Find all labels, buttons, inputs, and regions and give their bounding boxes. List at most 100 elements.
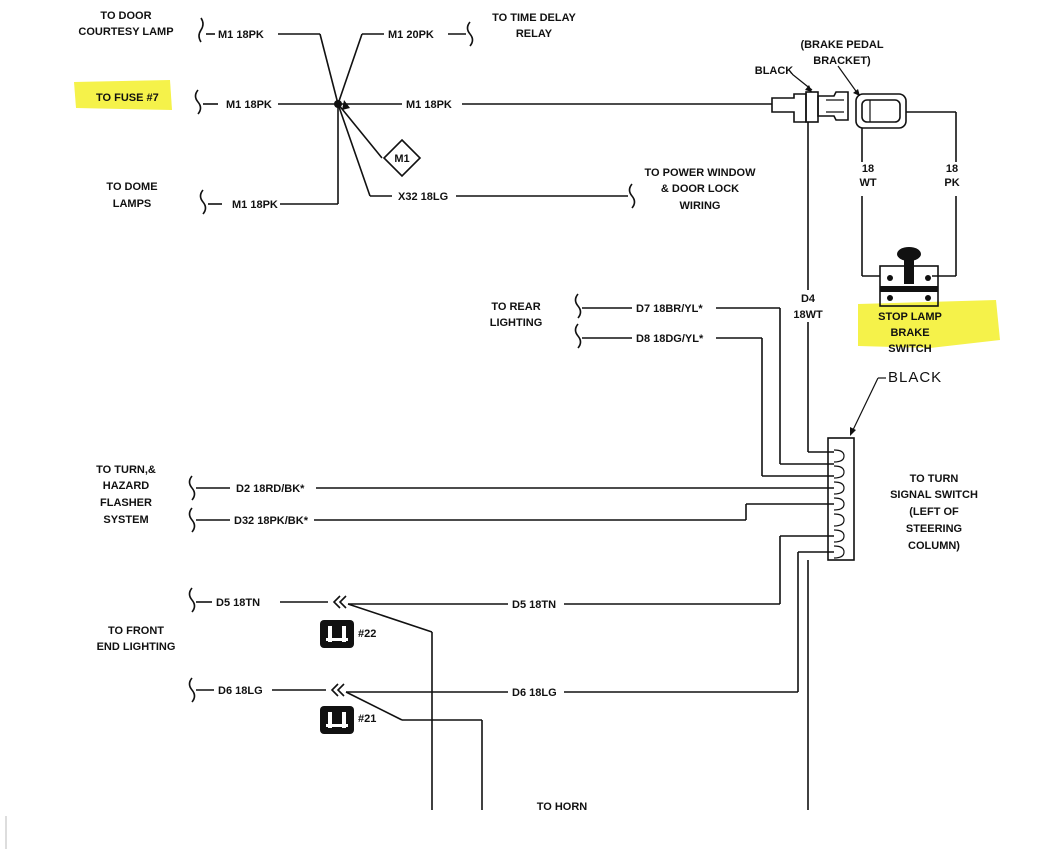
connector-icon-22-bar: [326, 638, 348, 641]
wire-x32-break: [628, 183, 636, 209]
wire-label-d4-2: 18WT: [793, 309, 823, 321]
wire-d2-break: [188, 475, 196, 501]
label-time-delay-1: TO TIME DELAY: [492, 12, 576, 24]
wire-label-d5-right: D5 18TN: [512, 599, 556, 611]
connector-icon-21: [320, 706, 354, 734]
connector-icon-21-bar: [326, 724, 348, 727]
label-time-delay-2: RELAY: [516, 28, 553, 40]
connector-icon-22-pin-2: [342, 626, 346, 642]
label-turn-signal-1: TO TURN: [910, 473, 959, 485]
label-rear-2: LIGHTING: [490, 317, 543, 329]
wire-20pk-break: [466, 21, 474, 47]
wire-label-wt-1: 18: [862, 163, 874, 175]
connector-icon-22: [320, 620, 354, 648]
wire-d8-break: [574, 323, 582, 349]
wire-d6-diag: [345, 691, 403, 721]
connector-icon-21-pin-1: [328, 712, 332, 728]
label-front-1: TO FRONT: [108, 625, 164, 637]
ref-label-22: #22: [358, 628, 376, 640]
switch-terminal-1: [887, 275, 893, 281]
wire-label-d32: D32 18PK/BK*: [234, 515, 309, 527]
wire-d5-diag: [347, 603, 433, 633]
wire-label-d5-left: D5 18TN: [216, 597, 260, 609]
label-hazard-2: HAZARD: [103, 480, 149, 492]
connector-body: [805, 91, 819, 123]
label-turn-signal-4: STEERING: [906, 523, 962, 535]
label-rear-1: TO REAR: [491, 301, 540, 313]
wire-label-pk-2: PK: [944, 177, 959, 189]
switch-terminal-3: [887, 295, 893, 301]
label-to-door-1: TO DOOR: [100, 10, 151, 22]
label-stop-lamp-3: SWITCH: [888, 343, 931, 355]
wire-fuse-break: [194, 89, 202, 115]
label-dome-2: LAMPS: [113, 198, 152, 210]
wire-d32-break: [188, 507, 196, 533]
d5-chevrons: [332, 595, 347, 609]
connector-male: [771, 93, 807, 123]
label-black-connector: BLACK: [755, 65, 794, 77]
wire-x32-diag: [337, 103, 371, 197]
label-turn-signal-2: SIGNAL SWITCH: [890, 489, 978, 501]
bracket-arrow: [837, 65, 859, 95]
wire-label-d2: D2 18RD/BK*: [236, 483, 305, 495]
wire-label-m1-dome: M1 18PK: [232, 199, 278, 211]
wire-label-d7: D7 18BR/YL*: [636, 303, 703, 315]
connector-terminals: [833, 449, 845, 559]
switch-plunger: [904, 256, 914, 284]
wire-label-d6-left: D6 18LG: [218, 685, 263, 697]
switch-plunger-head: [897, 247, 921, 261]
label-turn-signal-3: (LEFT OF: [909, 506, 959, 518]
label-brake-pedal-2: BRACKET): [813, 55, 871, 67]
label-power-window-2: & DOOR LOCK: [661, 183, 739, 195]
label-turn-signal-5: COLUMN): [908, 540, 960, 552]
switch-terminal-4: [925, 295, 931, 301]
black-connector-arrowhead: [805, 85, 812, 92]
wire-label-d6-right: D6 18LG: [512, 687, 557, 699]
wire-label-m1-fuse: M1 18PK: [226, 99, 272, 111]
splice-label: M1: [394, 153, 409, 165]
label-front-2: END LIGHTING: [97, 641, 176, 653]
fuse-highlight: [74, 80, 172, 110]
splice-diamond: [382, 138, 422, 178]
wire-dome-break: [199, 189, 207, 215]
wire-label-d8: D8 18DG/YL*: [636, 333, 704, 345]
label-horn: TO HORN: [537, 801, 588, 813]
stop-lamp-highlight: [858, 300, 1000, 348]
wire-label-d4-1: D4: [801, 293, 816, 305]
black-switch-arrow: [851, 377, 879, 433]
label-to-fuse: TO FUSE #7: [96, 92, 159, 104]
connector-icon-21-pin-2: [342, 712, 346, 728]
wire-d5-break: [188, 587, 196, 613]
switch-bar: [880, 286, 938, 292]
bracket-arrowhead: [853, 89, 860, 96]
bracket-connector-inner: [861, 99, 901, 123]
label-black-switch: BLACK: [888, 369, 942, 386]
label-dome-1: TO DOME: [106, 181, 157, 193]
wire-d7-break: [574, 293, 582, 319]
wire-label-m1-courtesy: M1 18PK: [218, 29, 264, 41]
wire-d6-break: [188, 677, 196, 703]
turn-signal-connector: [827, 437, 855, 561]
wire-courtesy: [198, 17, 204, 43]
label-power-window-3: WIRING: [680, 200, 721, 212]
wire-label-pk-1: 18: [946, 163, 958, 175]
wire-label-m1-20pk: M1 20PK: [388, 29, 434, 41]
label-stop-lamp-1: STOP LAMP: [878, 311, 942, 323]
wire-splice-arrow: [337, 103, 383, 159]
wire-courtesy-diag: [319, 33, 339, 105]
splice-arrowhead: [342, 100, 350, 110]
label-to-door-2: COURTESY LAMP: [78, 26, 173, 38]
wire-label-wt-2: WT: [859, 177, 876, 189]
wire-label-x32: X32 18LG: [398, 191, 448, 203]
switch-terminal-2: [925, 275, 931, 281]
d6-chevrons: [330, 683, 345, 697]
connector-female: [817, 91, 849, 121]
connector-icon-22-pin-1: [328, 626, 332, 642]
label-hazard-1: TO TURN,&: [96, 464, 156, 476]
wire-label-m1-main: M1 18PK: [406, 99, 452, 111]
label-power-window-1: TO POWER WINDOW: [644, 167, 756, 179]
ref-label-21: #21: [358, 713, 376, 725]
label-stop-lamp-2: BRAKE: [890, 327, 929, 339]
black-switch-arrowhead: [850, 427, 856, 436]
